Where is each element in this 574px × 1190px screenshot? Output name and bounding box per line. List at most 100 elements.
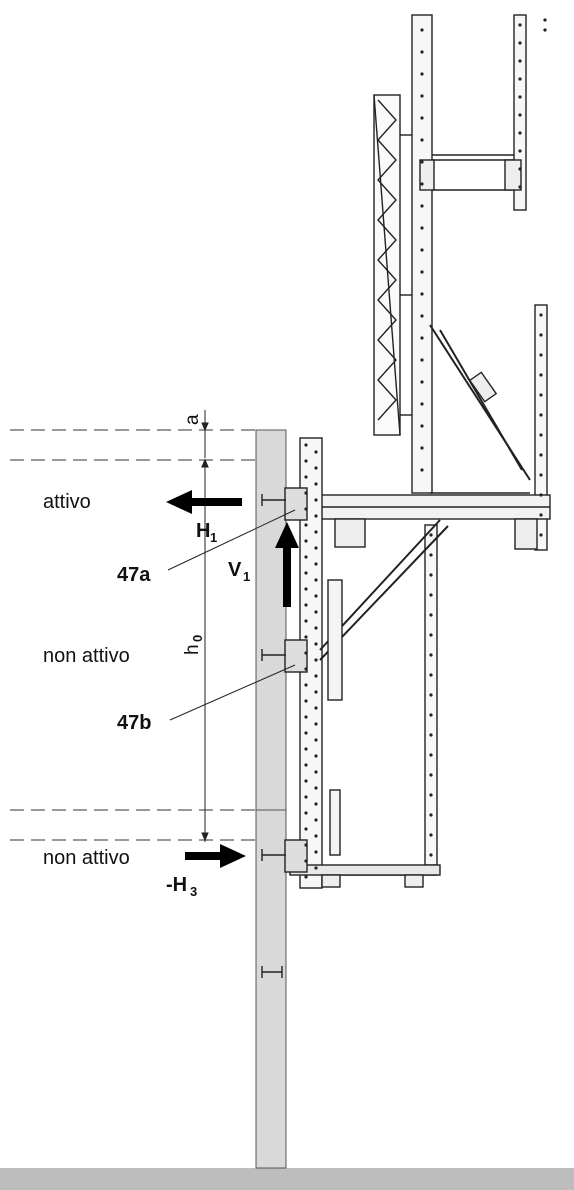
- anchor-cone-bottom: [261, 966, 283, 978]
- hole: [543, 18, 547, 22]
- hole: [420, 402, 424, 406]
- hole: [429, 733, 433, 737]
- hole: [518, 167, 522, 171]
- hole: [304, 747, 308, 751]
- hole: [429, 673, 433, 677]
- anchor-shoe-lower: [261, 839, 308, 873]
- hole: [314, 802, 318, 806]
- hole: [314, 498, 318, 502]
- hole: [518, 77, 522, 81]
- hole: [304, 859, 308, 863]
- hole: [314, 530, 318, 534]
- hole: [304, 843, 308, 847]
- hole: [429, 833, 433, 837]
- hole: [304, 667, 308, 671]
- hole: [429, 613, 433, 617]
- hole: [314, 466, 318, 470]
- hole: [539, 513, 543, 517]
- hole: [314, 674, 318, 678]
- dimension-label-a: a: [182, 414, 203, 425]
- hole: [314, 658, 318, 662]
- hole: [420, 336, 424, 340]
- hole: [429, 753, 433, 757]
- ground-slab: [0, 1168, 574, 1190]
- hole: [420, 248, 424, 252]
- force-label-h1: H: [196, 520, 210, 542]
- hole: [420, 28, 424, 32]
- hole: [539, 353, 543, 357]
- frame-holes: [304, 18, 547, 879]
- hole: [420, 380, 424, 384]
- hole: [420, 446, 424, 450]
- hole: [304, 523, 308, 527]
- hole: [420, 314, 424, 318]
- hole: [304, 651, 308, 655]
- hole: [539, 313, 543, 317]
- hole: [314, 626, 318, 630]
- hole: [429, 533, 433, 537]
- leader-lines: [167, 509, 296, 721]
- zone-label-inactive-1: non attivo: [43, 645, 130, 667]
- hole: [314, 706, 318, 710]
- hole: [314, 786, 318, 790]
- force-label-v1: V: [228, 559, 242, 581]
- hole: [429, 593, 433, 597]
- hole: [420, 292, 424, 296]
- hole: [518, 95, 522, 99]
- force-label-h1-sub: 1: [210, 530, 217, 545]
- hole: [420, 50, 424, 54]
- hole: [429, 693, 433, 697]
- hole: [429, 813, 433, 817]
- hole: [304, 587, 308, 591]
- hole: [304, 875, 308, 879]
- force-arrow-h3: [185, 844, 246, 868]
- hole: [304, 475, 308, 479]
- hole: [420, 358, 424, 362]
- hole: [304, 827, 308, 831]
- hole: [304, 795, 308, 799]
- hole: [539, 413, 543, 417]
- force-label-h3-sub: 3: [190, 884, 197, 899]
- hole: [314, 754, 318, 758]
- right-rear-frame: [534, 304, 548, 551]
- anchor-label-47a: 47a: [117, 564, 151, 586]
- hole: [304, 763, 308, 767]
- hole: [314, 738, 318, 742]
- hole: [429, 713, 433, 717]
- hole: [518, 23, 522, 27]
- force-label-h3: -H: [166, 874, 187, 896]
- dimension-h0: [201, 458, 209, 842]
- hole: [304, 491, 308, 495]
- hole: [314, 866, 318, 870]
- hole: [314, 818, 318, 822]
- hole: [304, 555, 308, 559]
- hole: [304, 619, 308, 623]
- hole: [304, 683, 308, 687]
- hole: [314, 450, 318, 454]
- force-label-v1-sub: 1: [243, 569, 250, 584]
- hole: [539, 433, 543, 437]
- hole: [314, 514, 318, 518]
- hole: [518, 113, 522, 117]
- hole: [314, 722, 318, 726]
- hole: [539, 393, 543, 397]
- hole: [304, 635, 308, 639]
- concrete-wall: [255, 429, 287, 1169]
- hole: [518, 131, 522, 135]
- hole: [304, 715, 308, 719]
- hole: [420, 182, 424, 186]
- hole: [304, 571, 308, 575]
- hole: [304, 507, 308, 511]
- hole: [304, 731, 308, 735]
- hole: [518, 59, 522, 63]
- hole: [314, 850, 318, 854]
- dimension-label-h0-sub: 0: [190, 635, 205, 642]
- hole: [539, 333, 543, 337]
- hole: [518, 149, 522, 153]
- hole: [539, 373, 543, 377]
- hole: [420, 424, 424, 428]
- hole: [304, 811, 308, 815]
- hole: [314, 610, 318, 614]
- hole: [304, 539, 308, 543]
